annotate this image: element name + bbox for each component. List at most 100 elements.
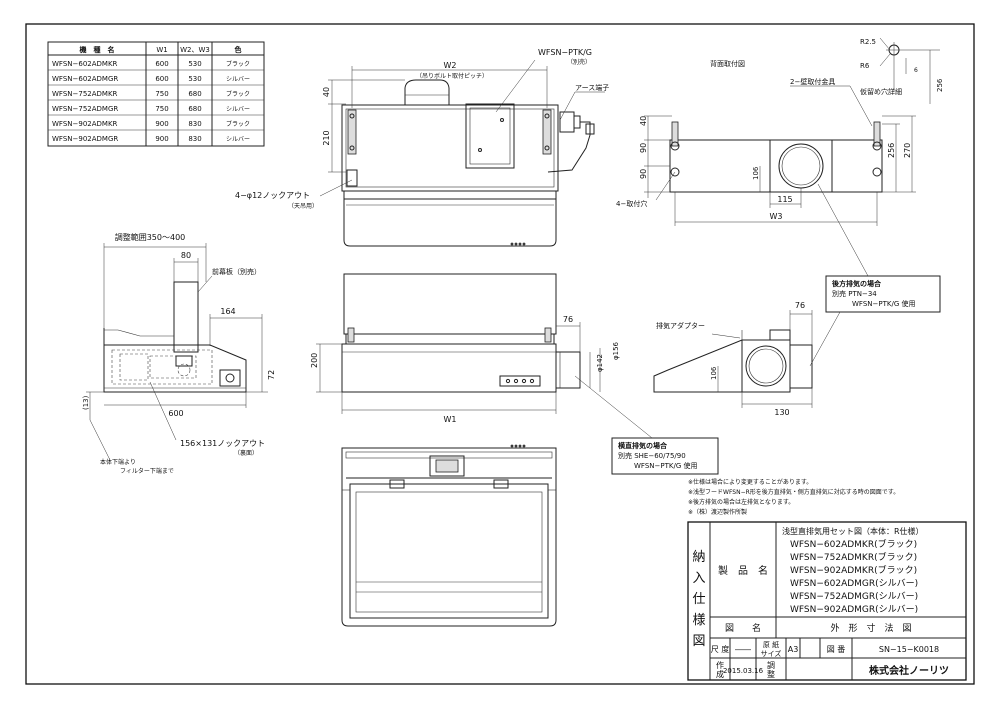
callout-ptk: WFSN−PTK/G [538, 48, 592, 57]
scale-label: 尺 度 [711, 644, 730, 654]
dim-72: 72 [267, 370, 276, 380]
label-r6: R6 [860, 62, 870, 70]
title-block: 納 入 仕 様 図 製 品 名 浅型直排気用セット図（本体：R仕様） WFSN−… [687, 521, 967, 681]
adjust-label-1: 調 [767, 660, 775, 670]
dim-80: 80 [181, 251, 191, 260]
back-view-title: 背面取付図 [710, 59, 745, 68]
table-cell: 680 [188, 105, 201, 113]
table-cell: 600 [155, 60, 168, 68]
label-filter-note2: フィルター下端まで [120, 467, 174, 475]
note-line: ※仕様は場合により変更することがあります。 [688, 478, 812, 486]
rear-exhaust-line2: 別売 PTN−34 [832, 289, 877, 298]
callout-earth: アース端子 [575, 83, 609, 92]
label-adapter: 排気アダプター [656, 321, 705, 330]
dim-256-back: 256 [887, 143, 896, 158]
dim-40-back: 40 [639, 116, 648, 126]
table-header-color: 色 [235, 45, 242, 54]
table-cell: WFSN−902ADMKR [52, 120, 118, 128]
drawing-name: 外 形 寸 法 図 [830, 622, 911, 634]
dim-76-adapter: 76 [795, 301, 805, 310]
table-cell: シルバー [226, 106, 250, 113]
label-front-panel: 前幕板（別売） [212, 267, 261, 276]
dim-90a-back: 90 [639, 143, 648, 153]
product-line: WFSN−602ADMGR(シルバー) [790, 578, 918, 589]
dim-phi156: φ156 [612, 341, 620, 360]
label-rear-knockout: 156×131ノックアウト [180, 439, 265, 448]
table-cell: 680 [188, 90, 201, 98]
table-header-model: 機 種 名 [80, 45, 115, 54]
label-dim-6: 6 [914, 67, 918, 74]
side-label-char: 入 [692, 571, 705, 586]
table-header-w1: W1 [156, 46, 167, 54]
dwg-no-label: 図 番 [827, 644, 846, 654]
note-line: ※（株）渡辺製作所製 [688, 508, 747, 516]
dim-130: 130 [774, 408, 789, 417]
callout-ptk-note: （別売） [567, 58, 591, 66]
product-line: WFSN−752ADMKR(ブラック) [790, 551, 917, 563]
dwg-no: SN−15−K0018 [879, 645, 939, 654]
label-rear-knockout-note: （裏面） [234, 449, 258, 457]
rear-exhaust-title: 後方排気の場合 [831, 279, 882, 288]
label-bracket: 2−壁取付金具 [790, 77, 835, 86]
notes: ※仕様は場合により変更することがあります。 ※浅型フードWFSN−R形を後方直排… [688, 478, 899, 516]
made-date: 2015.03.16 [723, 667, 764, 675]
dim-range: 調整範囲350〜400 [115, 232, 186, 242]
table-cell: WFSN−752ADMGR [52, 105, 118, 113]
rear-exhaust-line3: WFSN−PTK/G 使用 [852, 299, 915, 308]
table-cell: WFSN−602ADMGR [52, 75, 118, 83]
table-header-w2w3: W2、W3 [180, 46, 210, 54]
adapter-view: 排気アダプター 76 106 130 [653, 301, 841, 417]
table-cell: シルバー [226, 76, 250, 83]
table-cell: 750 [155, 105, 168, 113]
table-cell: ブラック [226, 120, 250, 128]
side-label-char: 図 [692, 634, 705, 649]
made-label-2: 成 [716, 669, 724, 679]
dim-270-back: 270 [903, 143, 912, 158]
table-cell: 750 [155, 90, 168, 98]
side-label-char: 納 [692, 550, 705, 565]
product-line: WFSN−752ADMGR(シルバー) [790, 591, 918, 602]
dim-40: 40 [322, 87, 331, 97]
table-cell: シルバー [226, 136, 250, 143]
dim-w1: W1 [444, 415, 457, 424]
table-cell: 900 [155, 120, 168, 128]
top-exhaust-title: 横直排気の場合 [618, 441, 668, 450]
paper-label-2: サイズ [761, 649, 782, 658]
paper-value: A3 [788, 645, 799, 654]
side-view: 調整範囲350〜400 80 前幕板（別売） 164 72 (13) [82, 232, 276, 475]
model-table: 機 種 名 W1 W2、W3 色 WFSN−602ADMKR 600 530 ブ… [47, 41, 265, 147]
dim-90b-back: 90 [639, 169, 648, 179]
dim-210: 210 [322, 130, 331, 145]
rear-exhaust-note: 後方排気の場合 別売 PTN−34 WFSN−PTK/G 使用 [817, 183, 941, 313]
table-cell: ブラック [226, 60, 250, 68]
product-title: 浅型直排気用セット図（本体：R仕様） [782, 526, 924, 536]
dim-600: 600 [168, 409, 183, 418]
dim-phi142: φ142 [596, 354, 604, 372]
table-cell: 830 [188, 120, 201, 128]
sheet-border [25, 23, 975, 685]
note-line: ※後方排気の場合は左排気となります。 [688, 498, 794, 506]
paper-label-1: 原 紙 [763, 640, 779, 649]
dim-76-front: 76 [563, 315, 573, 324]
dim-164: 164 [220, 307, 235, 316]
label-hole-detail: 仮留め穴詳細 [860, 87, 902, 96]
dim-w2-note: （吊りボルト取付ピッチ） [416, 72, 488, 80]
top-exhaust-line2: 別売 SHE−60/75/90 [618, 451, 686, 460]
top-exhaust-note: 横直排気の場合 別売 SHE−60/75/90 WFSN−PTK/G 使用 [574, 375, 719, 475]
label-filter-note1: 本体下端より [100, 458, 136, 466]
bottom-view [341, 444, 557, 627]
dim-106-adapter: 106 [710, 366, 718, 380]
top-exhaust-line3: WFSN−PTK/G 使用 [634, 461, 697, 470]
label-mount-holes: 4−取付穴 [616, 199, 647, 208]
made-label-1: 作 [716, 660, 724, 670]
table-cell: 900 [155, 135, 168, 143]
label-r25: R2.5 [860, 38, 876, 46]
dim-115: 115 [777, 195, 792, 204]
dim-200: 200 [310, 353, 319, 368]
product-line: WFSN−602ADMKR(ブラック) [790, 538, 917, 550]
table-cell: 530 [188, 60, 201, 68]
label-dim-256a: 256 [936, 78, 944, 92]
callout-knockout: 4−φ12ノックアウト [235, 191, 310, 200]
side-label-char: 様 [692, 613, 705, 628]
